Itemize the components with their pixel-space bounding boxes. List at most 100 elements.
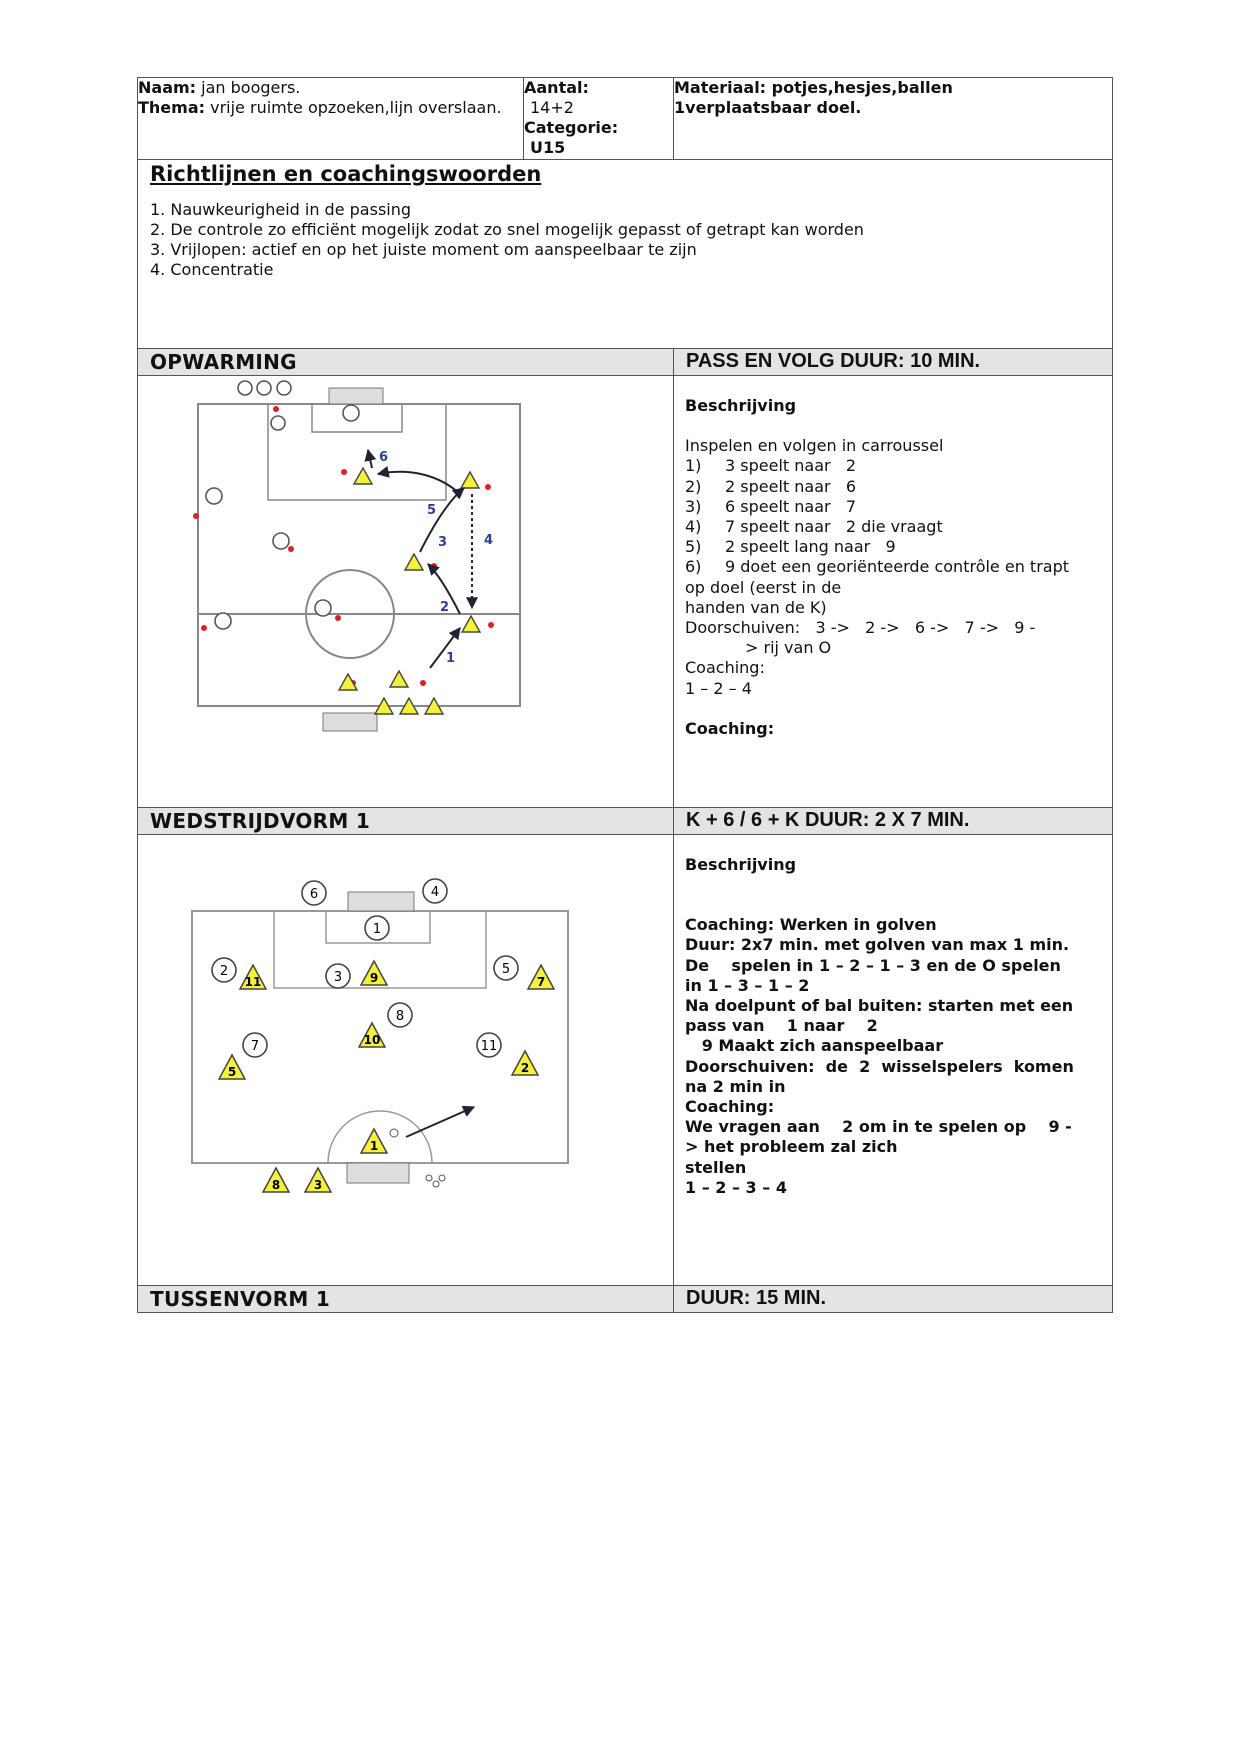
- svg-text:10: 10: [364, 1033, 381, 1047]
- desc-line: Na doelpunt of bal buiten: starten met e…: [685, 996, 1074, 1016]
- o-player: 8: [387, 1002, 413, 1028]
- tussenvorm-bar: TUSSENVORM 1 DUUR: 15 MIN.: [137, 1285, 1113, 1313]
- step-text: 7 speelt naar 2 die vraagt: [725, 517, 943, 537]
- richtlijnen-row: Richtlijnen en coachingswoorden 1. Nauwk…: [137, 159, 1113, 349]
- triangle-player: 9: [359, 959, 389, 986]
- o-players: 6 4 1 2 3 5 8 7 11: [211, 878, 519, 1058]
- opwarming-description: Beschrijving Inspelen en volgen in carro…: [674, 376, 1112, 739]
- triangle-player: 11: [238, 963, 268, 990]
- doorschuiven-text: Doorschuiven: 3 -> 2 -> 6 -> 7 -> 9 -: [685, 618, 1036, 638]
- coaching-value: 1 – 2 – 4: [685, 678, 752, 698]
- goal-bottom: [322, 712, 378, 732]
- desc-line: in 1 – 3 – 1 – 2: [685, 975, 810, 995]
- svg-text:5: 5: [502, 962, 510, 977]
- thema-value: vrije ruimte opzoeken,lijn overslaan.: [205, 98, 502, 117]
- o-players: [205, 380, 360, 630]
- richtlijn-item: 1. Nauwkeurigheid in de passing: [150, 200, 412, 219]
- doorschuiven-continuation: > rij van O: [745, 638, 832, 658]
- arrow-number: 4: [484, 533, 493, 548]
- desc-line: Coaching: Werken in golven: [685, 915, 937, 935]
- svg-text:9: 9: [370, 971, 378, 985]
- svg-text:1: 1: [373, 922, 381, 937]
- o-player: 5: [493, 955, 519, 981]
- step-number: 1): [685, 456, 702, 476]
- o-player: 7: [242, 1032, 268, 1058]
- goal-top: [347, 891, 415, 912]
- desc-line: stellen: [685, 1157, 747, 1177]
- pass-arrow: [405, 1105, 476, 1138]
- wedstrijdvorm-row: 6 4 1 2 3 5 8 7 11 11 9 7 10 5 2: [137, 834, 1113, 1286]
- goal-bottom: [346, 1162, 410, 1184]
- desc-line: Coaching:: [685, 1097, 775, 1117]
- step-number: 2): [685, 476, 702, 496]
- step-text: 3 speelt naar 2: [725, 456, 857, 476]
- arrow-number: 2: [440, 600, 449, 615]
- step-continuation: op doel (eerst in de: [685, 577, 842, 597]
- svg-text:11: 11: [481, 1039, 498, 1054]
- categorie-value: U15: [530, 138, 566, 157]
- richtlijnen-cell: Richtlijnen en coachingswoorden 1. Nauwk…: [137, 159, 1113, 349]
- thema-label: Thema:: [138, 98, 206, 117]
- wedstrijdvorm-field-diagram: 6 4 1 2 3 5 8 7 11 11 9 7 10 5 2: [191, 878, 569, 1193]
- aantal-cell: Aantal: 14+2 Categorie: U15: [523, 77, 674, 160]
- aantal-label: Aantal:: [524, 78, 589, 97]
- tussenvorm-duration: DUUR: 15 MIN.: [673, 1285, 1113, 1313]
- wedstrijdvorm-description: Beschrijving Coaching: Werken in golven …: [674, 835, 1112, 1198]
- o-player: 11: [476, 1032, 502, 1058]
- tussenvorm-title: TUSSENVORM 1: [137, 1285, 674, 1313]
- svg-text:3: 3: [314, 1178, 322, 1192]
- materiaal-cell: Materiaal: potjes,hesjes,ballen 1verplaa…: [673, 77, 1113, 160]
- naam-label: Naam:: [138, 78, 197, 97]
- desc-line: We vragen aan 2 om in te spelen op 9 -: [685, 1117, 1072, 1137]
- step-text: 2 speelt naar 6: [725, 476, 857, 496]
- o-player: 4: [422, 878, 448, 904]
- richtlijn-item: 3. Vrijlopen: actief en op het juiste mo…: [150, 240, 697, 259]
- intro-text: Inspelen en volgen in carroussel: [685, 436, 944, 456]
- svg-text:7: 7: [537, 975, 545, 989]
- svg-text:6: 6: [310, 887, 318, 902]
- materiaal-line1: Materiaal: potjes,hesjes,ballen: [674, 78, 953, 97]
- opwarming-duration: PASS EN VOLG DUUR: 10 MIN.: [673, 348, 1113, 376]
- svg-text:4: 4: [431, 885, 439, 900]
- naam-thema-cell: Naam: jan boogers. Thema: vrije ruimte o…: [137, 77, 524, 160]
- opwarming-title: OPWARMING: [137, 348, 674, 376]
- training-sheet: Naam: jan boogers. Thema: vrije ruimte o…: [137, 77, 1113, 1313]
- o-player: 1: [364, 915, 390, 941]
- richtlijnen-title: Richtlijnen en coachingswoorden: [150, 162, 542, 186]
- svg-text:2: 2: [521, 1061, 529, 1075]
- pass-arrows: [364, 448, 478, 669]
- desc-line: 9 Maakt zich aanspeelbaar: [685, 1036, 944, 1056]
- svg-text:2: 2: [220, 964, 228, 979]
- arrow-number: 1: [446, 651, 455, 666]
- triangle-player: 10: [357, 1021, 387, 1048]
- svg-text:11: 11: [245, 975, 262, 989]
- svg-text:3: 3: [334, 970, 342, 985]
- training-table: Naam: jan boogers. Thema: vrije ruimte o…: [137, 77, 1113, 1313]
- opwarming-row: 6 5 3 4 2 1 Beschrijving Inspelen en vol…: [137, 375, 1113, 808]
- step-number: 6): [685, 557, 702, 577]
- arrow-number: 5: [427, 503, 436, 518]
- desc-line: 1 – 2 – 3 – 4: [685, 1177, 787, 1197]
- arrow-number: 6: [379, 450, 388, 465]
- o-player: 6: [301, 880, 327, 906]
- step-number: 3): [685, 496, 702, 516]
- beschrijving-label: Beschrijving: [685, 855, 797, 874]
- arrow-number: 3: [438, 535, 447, 550]
- opwarming-field-diagram: 6 5 3 4 2 1: [193, 380, 521, 732]
- desc-line: > het probleem zal zich: [685, 1137, 898, 1157]
- balls: [389, 1128, 446, 1188]
- svg-text:5: 5: [228, 1065, 236, 1079]
- triangle-player: 8: [261, 1166, 291, 1193]
- aantal-value: 14+2: [530, 98, 574, 117]
- svg-text:8: 8: [272, 1178, 280, 1192]
- desc-line: pass van 1 naar 2: [685, 1016, 878, 1036]
- materiaal-line2: 1verplaatsbaar doel.: [674, 98, 862, 117]
- o-player: 2: [211, 957, 237, 983]
- desc-line: Duur: 2x7 min. met golven van max 1 min.: [685, 935, 1070, 955]
- goal-top: [328, 387, 384, 405]
- richtlijn-item: 2. De controle zo efficiënt mogelijk zod…: [150, 220, 864, 239]
- svg-text:7: 7: [251, 1039, 259, 1054]
- penalty-arc: [327, 1110, 433, 1164]
- opwarming-bar: OPWARMING PASS EN VOLG DUUR: 10 MIN.: [137, 348, 1113, 376]
- triangle-players: 11 9 7 10 5 2 1 8 3: [217, 959, 556, 1193]
